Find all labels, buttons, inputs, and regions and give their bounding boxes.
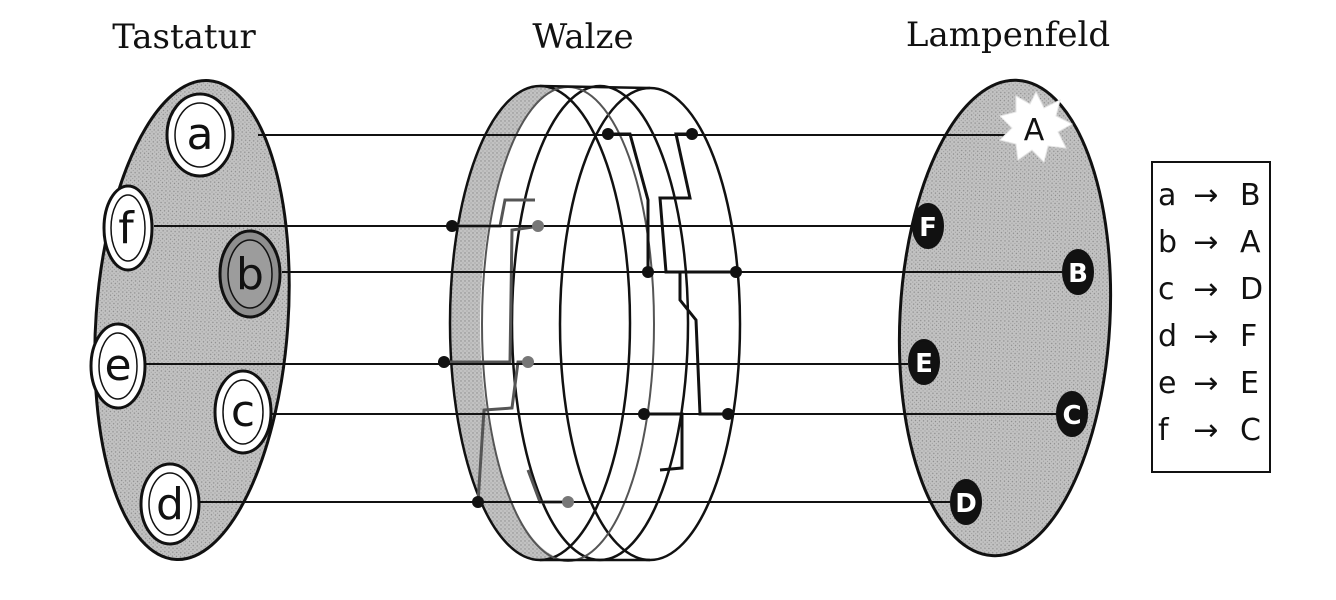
lamp-e: E: [908, 339, 940, 385]
mapping-from-a: a: [1158, 178, 1176, 213]
mapping-to-C: C: [1240, 413, 1261, 448]
mapping-box: a → Bb → Ac → Dd → Fe → Ef → C: [1151, 161, 1271, 473]
lampboard-panel: [897, 78, 1113, 558]
key-a-label: a: [187, 109, 214, 160]
junction-dot-9: [638, 408, 650, 420]
junctions: [438, 128, 742, 508]
junction-dot-4: [532, 220, 544, 232]
mapping-to-F: F: [1240, 319, 1257, 354]
mapping-from-e: e: [1158, 366, 1176, 401]
junction-dot-7: [438, 356, 450, 368]
lamp-a-lit: A: [999, 90, 1074, 163]
key-d[interactable]: d: [139, 462, 201, 546]
lamp-f-label: F: [919, 213, 937, 243]
rotor-drum: [444, 84, 742, 562]
lampboard-heading: Lampenfeld: [906, 15, 1110, 55]
mapping-arrow: →: [1193, 178, 1218, 213]
key-b-label: b: [236, 249, 264, 300]
junction-dot-6: [730, 266, 742, 278]
junction-dot-10: [722, 408, 734, 420]
lamp-b-label: B: [1068, 259, 1088, 289]
mapping-arrow: →: [1193, 366, 1218, 401]
key-f[interactable]: f: [102, 184, 154, 272]
mapping-to-A: A: [1240, 225, 1261, 260]
mapping-arrow: →: [1193, 413, 1218, 448]
key-e[interactable]: e: [89, 322, 147, 410]
junction-dot-8: [522, 356, 534, 368]
rotor-heading: Walze: [532, 17, 633, 57]
mapping-to-E: E: [1240, 366, 1259, 401]
mapping-arrow: →: [1193, 319, 1218, 354]
key-f-label: f: [118, 203, 135, 254]
key-c[interactable]: c: [213, 369, 273, 455]
junction-dot-5: [642, 266, 654, 278]
junction-dot-11: [472, 496, 484, 508]
lamp-f: F: [912, 203, 944, 249]
mapping-from-b: b: [1158, 225, 1177, 260]
mapping-from-f: f: [1158, 413, 1170, 448]
mapping-from-c: c: [1158, 272, 1175, 307]
key-c-label: c: [231, 386, 255, 437]
junction-dot-12: [562, 496, 574, 508]
lamp-a-label: A: [1024, 113, 1045, 148]
key-e-label: e: [104, 340, 131, 391]
lamp-d-label: D: [955, 489, 977, 519]
mapping-to-D: D: [1240, 272, 1263, 307]
junction-dot-3: [446, 220, 458, 232]
junction-dot-2: [686, 128, 698, 140]
lamp-c-label: C: [1062, 401, 1081, 431]
lamp-e-label: E: [915, 349, 933, 379]
mapping-rows: a → Bb → Ac → Dd → Fe → Ef → C: [1158, 178, 1263, 448]
keyboard-keys: a f b e c d: [89, 92, 282, 546]
lamp-b: B: [1062, 249, 1094, 295]
mapping-from-d: d: [1158, 319, 1177, 354]
lamp-c: C: [1056, 391, 1088, 437]
key-d-label: d: [156, 479, 184, 530]
wires: [146, 134, 1062, 503]
keyboard-heading: Tastatur: [112, 17, 256, 57]
mapping-arrow: →: [1193, 272, 1218, 307]
lamps: A F B E C D: [908, 90, 1094, 525]
mapping-arrow: →: [1193, 225, 1218, 260]
junction-dot-1: [602, 128, 614, 140]
key-a[interactable]: a: [165, 92, 235, 178]
mapping-to-B: B: [1240, 178, 1261, 213]
lamp-d: D: [950, 479, 982, 525]
key-b-pressed[interactable]: b: [218, 229, 282, 319]
